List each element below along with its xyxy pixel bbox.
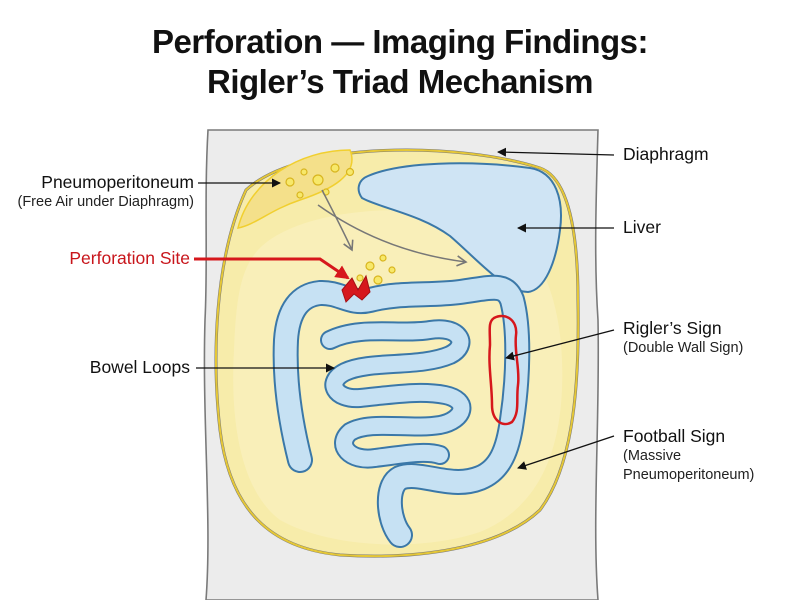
label-liver: Liver [623,217,661,237]
riglers-sign-pointer [505,329,615,361]
bowel-loops [272,274,531,548]
label-bowel-loops: Bowel Loops [89,357,190,377]
liver [357,162,562,294]
page-title: Perforation — Imaging Findings: Rigler’s… [0,22,800,102]
label-perforation-site: Perforation Site [69,248,190,268]
perforation-pointer [194,257,350,280]
diaphragm-pointer [497,147,615,157]
label-football-sign: Football Sign (Massive Pneumoperitoneum) [623,426,755,483]
football-sign-pointer [517,435,615,470]
perforation-tear-icon [341,274,371,303]
title-line-2: Rigler’s Triad Mechanism [207,63,593,100]
label-pneumoperitoneum: Pneumoperitoneum (Free Air under Diaphra… [17,172,195,210]
gas-bubbles [285,163,396,285]
riglers-double-wall [488,314,520,426]
title-line-1: Perforation — Imaging Findings: [152,23,649,60]
label-riglers-sign: Rigler’s Sign (Double Wall Sign) [623,318,744,356]
label-diaphragm: Diaphragm [623,144,709,164]
